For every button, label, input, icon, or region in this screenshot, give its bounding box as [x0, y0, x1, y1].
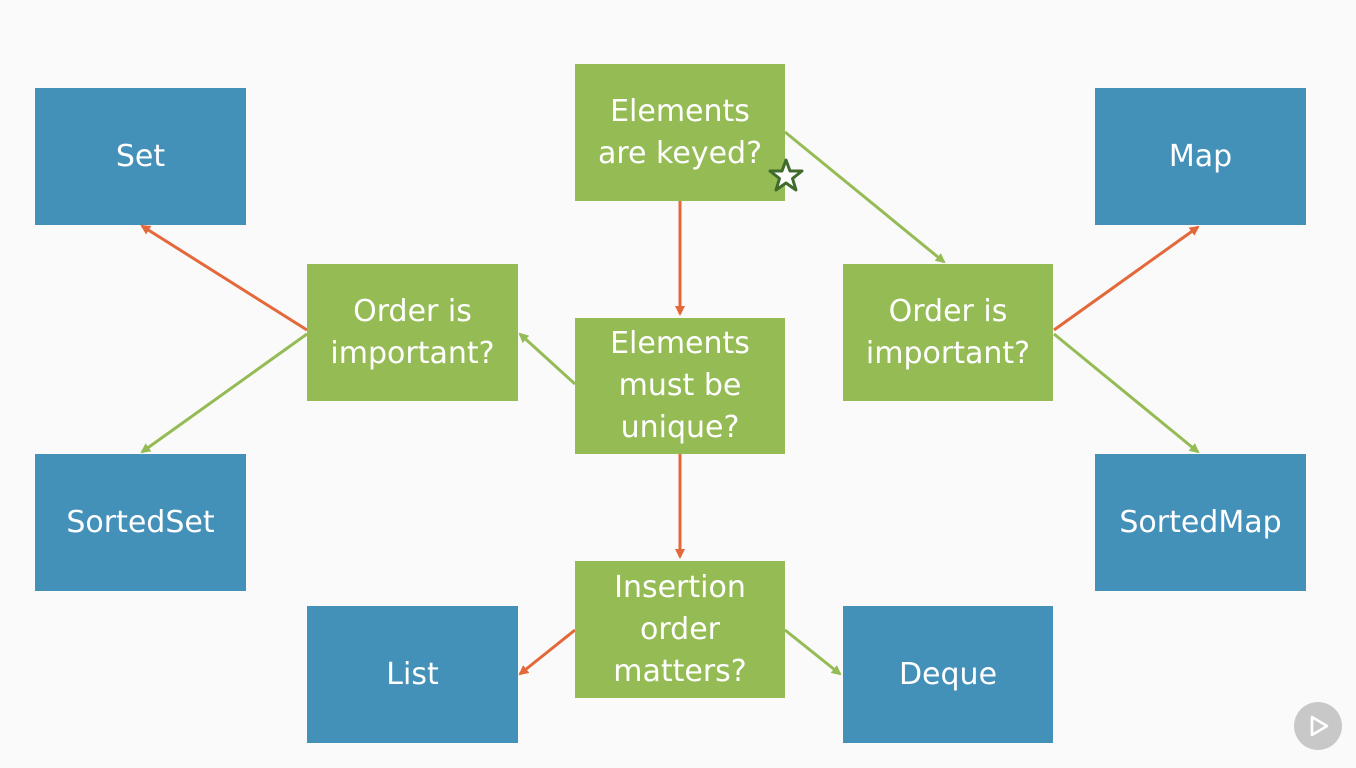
result-deque-label: Deque: [898, 656, 998, 692]
decision-insertion-order-label: Insertion order matters?: [613, 569, 747, 689]
decision-elements-unique-label: Elements must be unique?: [610, 326, 750, 445]
result-set: Set: [35, 88, 246, 225]
arrow-order-right-to-map: [1053, 225, 1200, 332]
result-map: Map: [1095, 88, 1306, 225]
result-deque: Deque: [843, 606, 1053, 743]
arrow-unique-to-order-left: [518, 332, 577, 386]
result-map-label: Map: [1168, 138, 1233, 174]
result-sortedset: SortedSet: [35, 454, 246, 591]
decision-order-left: Order is important?: [307, 264, 518, 401]
result-sortedmap-label: SortedMap: [1119, 504, 1282, 540]
result-list-label: List: [386, 656, 439, 692]
decision-elements-keyed-label: Elements are keyed?: [598, 93, 762, 171]
result-sortedset-label: SortedSet: [66, 504, 215, 540]
arrow-order-left-to-set: [140, 224, 308, 332]
decision-elements-unique: Elements must be unique?: [575, 318, 785, 454]
result-list: List: [307, 606, 518, 743]
decision-insertion-order: Insertion order matters?: [575, 561, 785, 698]
star-icon: [768, 158, 804, 192]
decision-elements-keyed: Elements are keyed?: [575, 64, 785, 201]
decision-order-left-label: Order is important?: [330, 293, 495, 371]
decision-order-right-label: Order is important?: [865, 293, 1031, 371]
result-set-label: Set: [115, 138, 166, 174]
arrow-order-right-to-sortedmap: [1053, 332, 1200, 454]
arrow-insertion-to-list: [518, 628, 576, 676]
play-icon: [1310, 715, 1329, 737]
result-sortedmap: SortedMap: [1095, 454, 1306, 591]
arrow-keyed-to-order-right: [784, 130, 946, 264]
play-button[interactable]: [1294, 702, 1342, 750]
arrow-insertion-to-deque: [784, 628, 842, 676]
arrow-order-left-to-sortedset: [140, 332, 308, 454]
decision-order-right: Order is important?: [843, 264, 1053, 401]
